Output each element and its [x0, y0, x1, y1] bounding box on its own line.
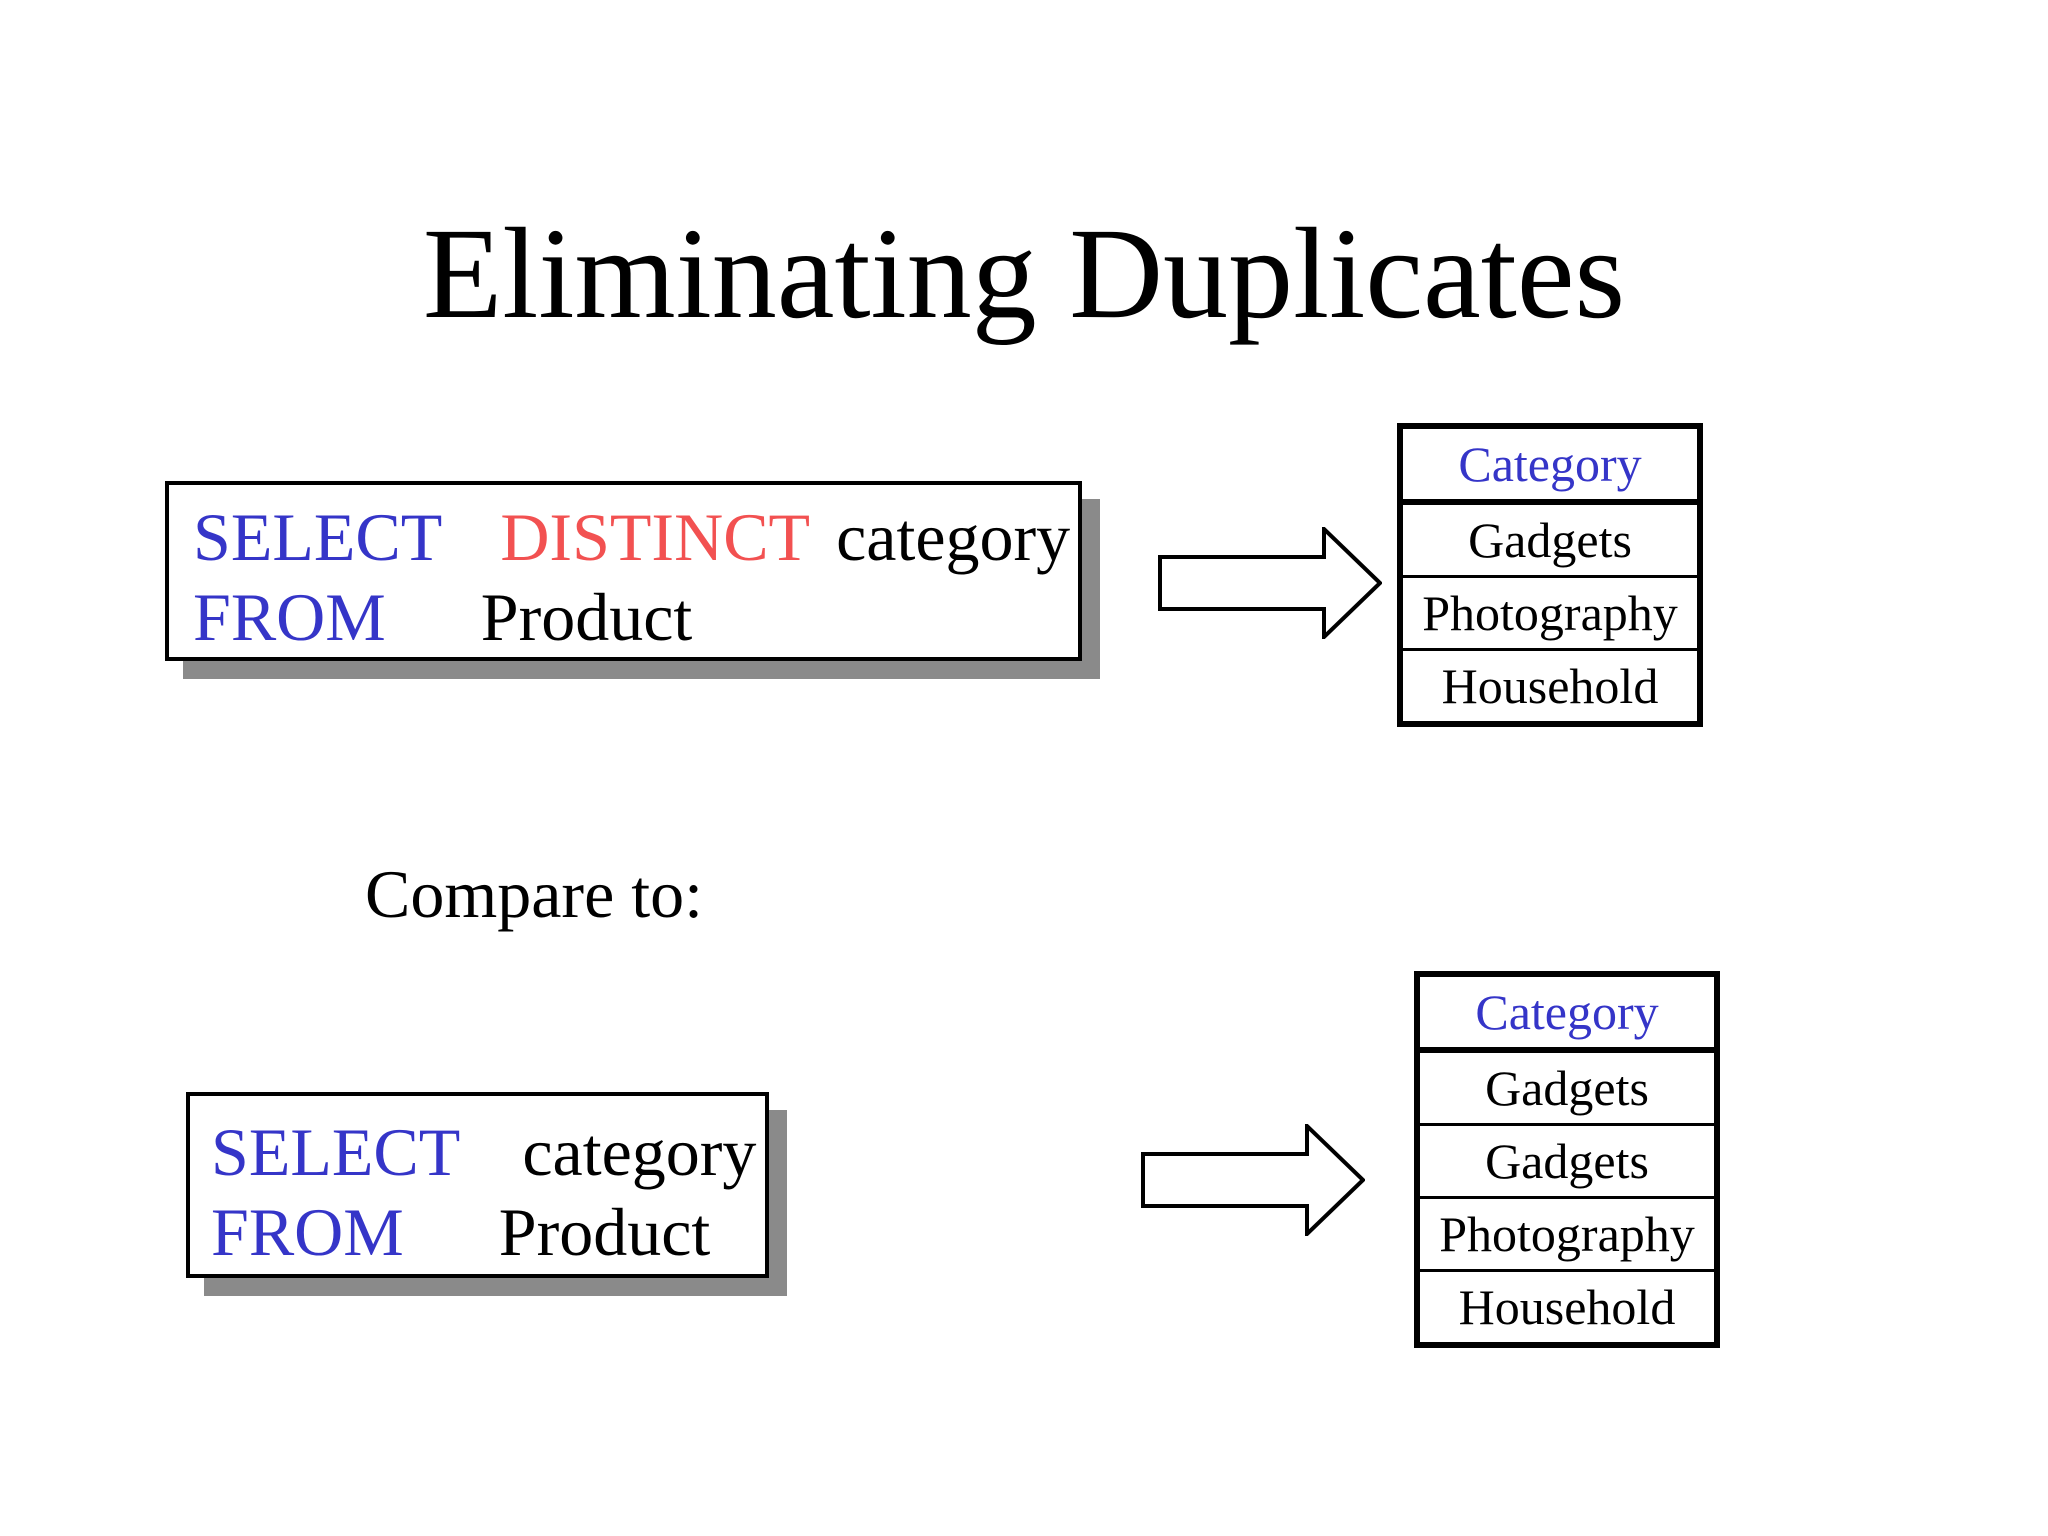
sql-table-product: Product — [498, 1194, 711, 1270]
sql-column-category: category — [836, 499, 1071, 575]
sql-line-select-distinct: SELECT DISTINCT category — [193, 497, 1078, 577]
table-header-category: Category — [1403, 429, 1697, 505]
sql-line-from: FROM Product — [193, 577, 1078, 657]
compare-to-label: Compare to: — [365, 856, 704, 932]
page-title: Eliminating Duplicates — [422, 202, 1626, 346]
table-header-category: Category — [1420, 977, 1714, 1053]
result-table-with-duplicates: Category Gadgets Gadgets Photography Hou… — [1414, 971, 1720, 1348]
query-box-plain: SELECT category FROM Product — [186, 1092, 769, 1278]
table-row: Photography — [1420, 1199, 1714, 1272]
sql-keyword-select: SELECT — [193, 499, 443, 575]
table-row: Household — [1441, 658, 1659, 714]
result-table-distinct: Category Gadgets Photography Household — [1397, 423, 1703, 727]
table-row: Household — [1458, 1279, 1676, 1335]
sql-line-select: SELECT category — [211, 1112, 765, 1192]
query-box-distinct: SELECT DISTINCT category FROM Product — [165, 481, 1082, 661]
sql-line-from: FROM Product — [211, 1192, 765, 1272]
table-row: Gadgets — [1403, 505, 1697, 578]
sql-table-product: Product — [480, 579, 693, 655]
table-row: Gadgets — [1420, 1126, 1714, 1199]
table-row: Gadgets — [1420, 1053, 1714, 1126]
right-arrow-icon — [1141, 1124, 1365, 1236]
sql-column-category: category — [522, 1114, 757, 1190]
right-arrow-icon — [1158, 527, 1382, 639]
sql-keyword-from: FROM — [211, 1194, 404, 1270]
sql-keyword-select: SELECT — [211, 1114, 461, 1190]
sql-keyword-from: FROM — [193, 579, 386, 655]
table-row: Photography — [1403, 578, 1697, 651]
sql-keyword-distinct: DISTINCT — [500, 499, 811, 575]
